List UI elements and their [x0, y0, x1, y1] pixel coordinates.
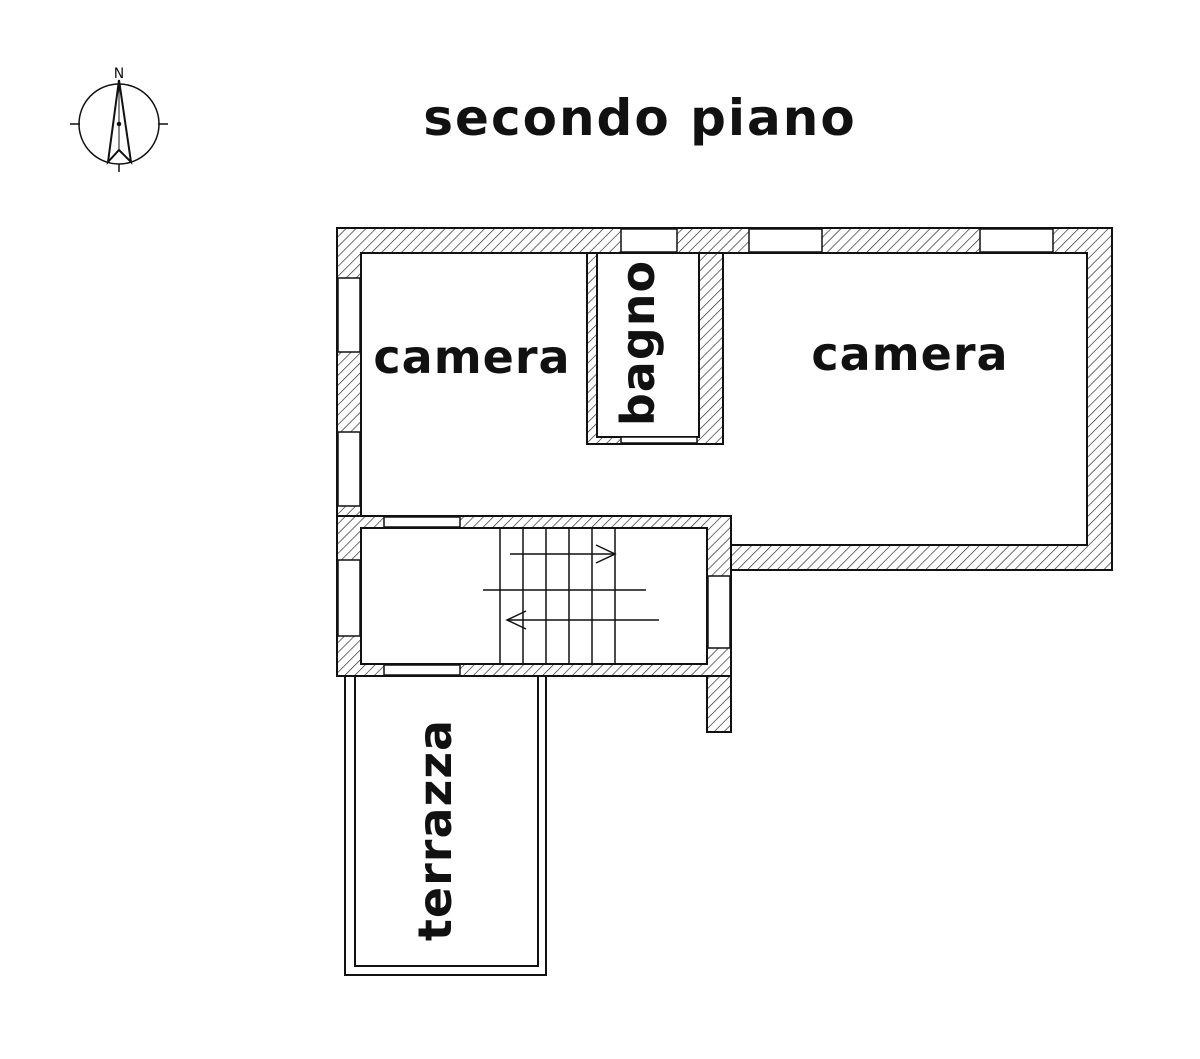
room-label-camera-left: camera — [373, 330, 570, 384]
plan-title: secondo piano — [423, 89, 856, 147]
staircase — [483, 528, 659, 664]
floor-opening — [362, 505, 730, 515]
openings — [337, 228, 1054, 676]
walls — [336, 227, 1113, 733]
terrace-walls — [344, 675, 547, 976]
room-label-terrazza: terrazza — [408, 719, 462, 941]
room-label-bagno: bagno — [611, 260, 665, 426]
north-label: N — [114, 66, 124, 82]
room-label-camera-right: camera — [811, 327, 1008, 381]
north-arrow-icon — [70, 79, 168, 172]
